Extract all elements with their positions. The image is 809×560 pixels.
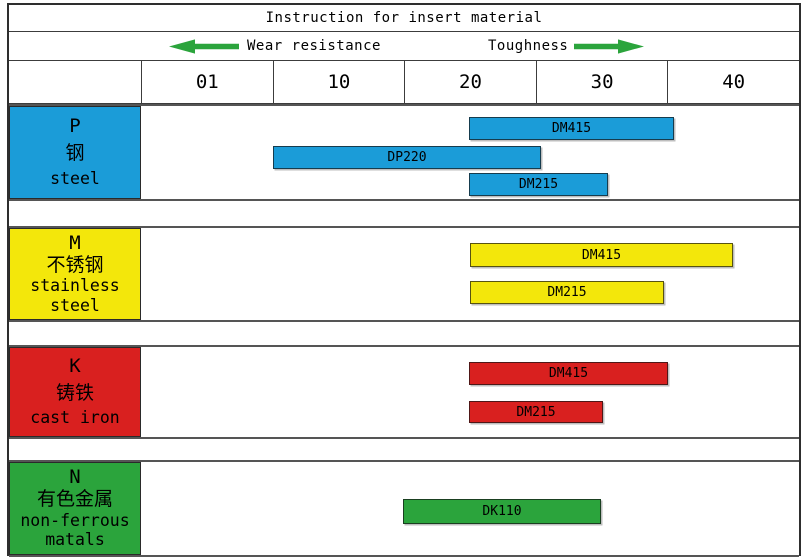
grade-bar-dk110: DK110 (403, 499, 601, 524)
material-name-en: cast iron (30, 408, 120, 428)
material-label-cell-p: P 钢 steel (9, 106, 141, 199)
material-section-n: N 有色金属 non-ferrous matals DK110 (9, 460, 799, 557)
grade-header-cell-10: 10 (272, 61, 405, 103)
toughness-arrow-icon (574, 39, 644, 54)
bar-label: DM215 (516, 404, 556, 420)
wear-resistance-arrow-icon (169, 39, 239, 54)
material-name-cn: 钢 (65, 142, 85, 165)
material-name-cn: 有色金属 (36, 488, 113, 511)
grade-header-cell-20: 20 (404, 61, 536, 103)
grade-bar-dm415: DM415 (469, 117, 674, 140)
grade-bar-dm215: DM215 (469, 173, 608, 196)
wear-resistance-label: Wear resistance (247, 38, 381, 54)
bar-label: DM415 (581, 247, 622, 263)
material-name-en: non-ferrous (20, 510, 130, 530)
grade-scale-header: 01 10 20 30 40 (9, 61, 799, 104)
grade-bar-dm215: DM215 (469, 401, 603, 423)
grade-header-cell-01: 01 (141, 61, 273, 103)
grade-header-cell-40: 40 (667, 61, 799, 103)
material-code: M (69, 232, 81, 254)
grade-bar-dm415: DM415 (469, 362, 668, 385)
material-label-cell-k: K 铸铁 cast iron (9, 347, 141, 437)
chart-title: Instruction for insert material (9, 5, 799, 32)
material-name-en: stainless (30, 276, 120, 295)
grade-header-empty-cell (9, 61, 141, 103)
bar-label: DK110 (482, 504, 522, 519)
grade-bar-dm415: DM415 (470, 243, 733, 267)
chart-frame: Instruction for insert material Wear res… (7, 3, 801, 557)
material-name-en: matals (45, 530, 105, 550)
material-name-en: steel (50, 295, 100, 315)
bar-label: DP220 (387, 150, 427, 165)
axis-direction-legend: Wear resistance Toughness (9, 32, 799, 61)
material-name-en: steel (50, 169, 100, 189)
material-name-cn: 不锈钢 (46, 254, 104, 276)
grade-bar-dp220: DP220 (273, 146, 541, 169)
material-section-m: M 不锈钢 stainless steel DM415 DM215 (9, 226, 799, 322)
material-section-p: P 钢 steel DM415 DP220 DM215 (9, 104, 799, 201)
bar-label: DM415 (548, 366, 589, 381)
material-label-cell-n: N 有色金属 non-ferrous matals (9, 462, 141, 555)
bar-label: DM215 (518, 177, 559, 192)
material-name-cn: 铸铁 (55, 381, 94, 404)
grade-bar-dm215: DM215 (470, 281, 664, 304)
bar-label: DM415 (551, 121, 592, 136)
material-code: K (69, 355, 81, 378)
material-section-k: K 铸铁 cast iron DM415 DM215 (9, 345, 799, 439)
material-label-cell-m: M 不锈钢 stainless steel (9, 228, 141, 320)
grade-header-cell-30: 30 (535, 61, 668, 103)
toughness-label: Toughness (488, 38, 569, 54)
material-code: N (69, 466, 81, 489)
material-code: P (69, 115, 81, 138)
bar-label: DM215 (547, 285, 587, 300)
